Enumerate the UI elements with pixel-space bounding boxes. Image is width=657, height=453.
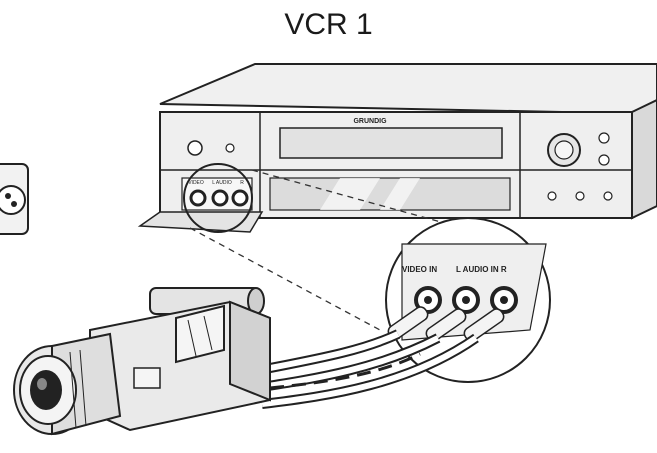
vcr-brand-label: GRUNDIG xyxy=(353,118,387,125)
inset-video-in-label: VIDEO IN xyxy=(402,265,437,274)
socket-icon xyxy=(0,163,29,235)
magnifier-circle xyxy=(183,163,253,233)
vcr-audio-r-label: R xyxy=(240,180,244,186)
vcr-video-label: VIDEO xyxy=(188,180,204,186)
vcr-audio-l-label: L AUDIO xyxy=(212,180,232,186)
inset-audio-in-label: L AUDIO IN R xyxy=(456,265,507,274)
diagram-title: VCR 1 xyxy=(284,8,373,41)
camcorder-icon xyxy=(13,287,271,436)
vcr-unit xyxy=(137,63,657,233)
projection-lines xyxy=(189,169,471,331)
av-cable xyxy=(249,329,479,409)
